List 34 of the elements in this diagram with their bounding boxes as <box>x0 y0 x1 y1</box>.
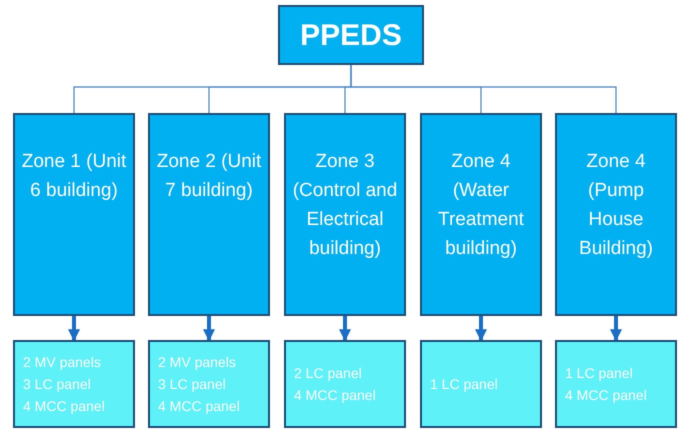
zone-label: Zone 4 (Water Treatment building) <box>437 150 525 261</box>
arrow <box>203 316 215 342</box>
panel-list-box <box>555 340 677 428</box>
arrow <box>475 316 487 342</box>
zone-label: Zone 3 (Control and Electrical building) <box>292 150 398 261</box>
panel-list-box <box>420 340 542 428</box>
panel-count: 4 MCC panel <box>158 397 240 416</box>
root-box <box>278 5 424 65</box>
panel-list-box <box>13 340 135 428</box>
arrow <box>68 316 80 342</box>
zone-label: Zone 2 (Unit 7 building) <box>156 150 262 203</box>
connector-line <box>350 65 617 113</box>
arrow <box>339 316 351 342</box>
panel-count: 2 LC panel <box>294 364 362 383</box>
zone-box <box>148 113 270 316</box>
panel-count: 2 MV panels <box>158 353 236 372</box>
panel-count: 1 LC panel <box>565 364 633 383</box>
zone-label: Zone 1 (Unit 6 building) <box>20 150 128 203</box>
panel-count: 4 MCC panel <box>23 397 105 416</box>
arrow <box>610 316 622 342</box>
panel-count: 1 LC panel <box>430 375 498 394</box>
zone-box <box>13 113 135 316</box>
zone-box <box>555 113 677 316</box>
panel-list-box <box>148 340 270 428</box>
panel-count: 4 MCC panel <box>565 386 647 405</box>
panel-count: 2 MV panels <box>23 353 101 372</box>
zone-label: Zone 4 (Pump House Building) <box>578 150 654 261</box>
panel-count: 3 LC panel <box>23 375 91 394</box>
panel-count: 4 MCC panel <box>294 386 376 405</box>
panel-count: 3 LC panel <box>158 375 226 394</box>
zone-box <box>420 113 542 316</box>
title-label: PPEDS <box>300 18 402 54</box>
zone-box <box>284 113 406 316</box>
panel-list-box <box>284 340 406 428</box>
